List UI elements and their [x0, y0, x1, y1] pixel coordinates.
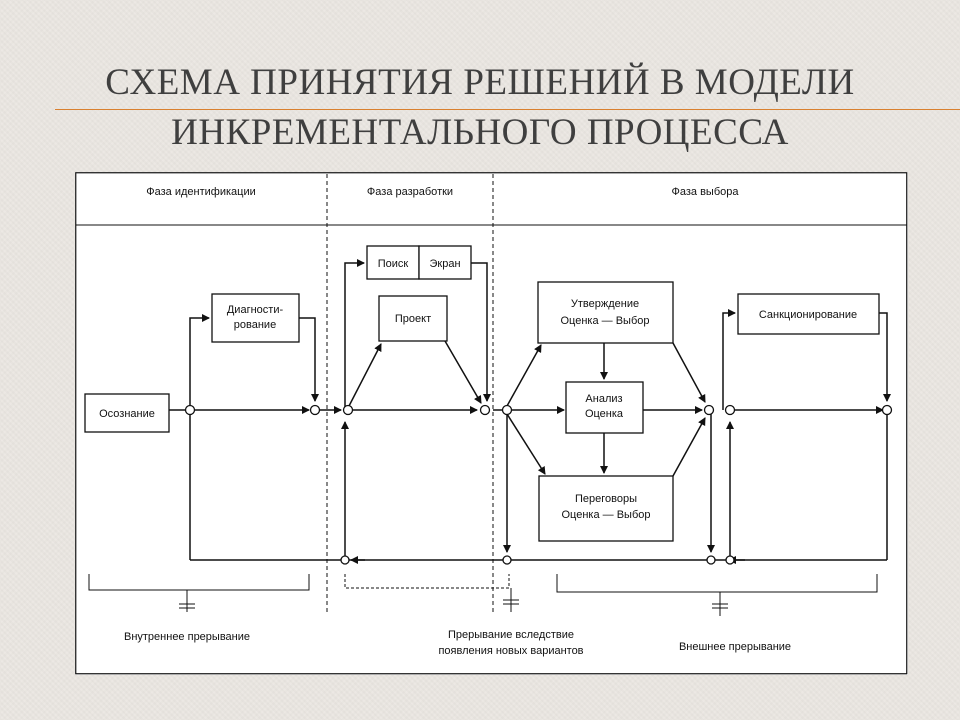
flow-from-sanction	[879, 312, 891, 402]
node-approval-label-2: Оценка — Выбор	[561, 315, 650, 327]
node-awareness-label: Осознание	[99, 408, 155, 420]
flow-from-negotiation	[672, 417, 706, 477]
node-diagnosis-label-1: Диагности-	[227, 304, 284, 316]
node-negotiation-label-2: Оценка — Выбор	[562, 509, 651, 521]
node-analysis-label-2: Оценка	[585, 408, 624, 420]
slide-title: СХЕМА ПРИНЯТИЯ РЕШЕНИЙ В МОДЕЛИ ИНКРЕМЕН…	[0, 58, 960, 158]
junction-7	[724, 404, 736, 416]
flow-to-diagnosis	[189, 314, 210, 410]
phase-selection-label: Фаза выбора	[672, 186, 740, 198]
node-sanction-label: Санкционирование	[759, 309, 857, 321]
bracket-external	[556, 574, 878, 593]
interrupt-new-options-label-2: появления новых вариантов	[438, 645, 583, 657]
flow-to-approval	[506, 344, 542, 407]
diagram-canvas: Фаза идентификации Фаза разработки Фаза …	[75, 172, 908, 675]
node-approval	[537, 281, 674, 344]
junction-1	[184, 404, 196, 416]
slide-title-line-1: СХЕМА ПРИНЯТИЯ РЕШЕНИЙ В МОДЕЛИ	[105, 62, 855, 103]
junction-9	[340, 555, 350, 565]
node-diagnosis	[211, 293, 300, 343]
node-diagnosis-label-2: рование	[234, 319, 276, 331]
flow-from-screen	[471, 262, 491, 402]
junction-4	[479, 404, 491, 416]
flow-to-search	[344, 259, 365, 410]
node-screen	[418, 245, 472, 280]
flow-to-design	[348, 343, 382, 407]
phase-identification-label: Фаза идентификации	[146, 186, 255, 198]
node-search	[366, 245, 420, 280]
bracket-internal	[88, 574, 310, 591]
phase-development-label: Фаза разработки	[367, 186, 453, 198]
junction-10	[502, 555, 512, 565]
node-design	[378, 295, 448, 342]
diagram-frame	[75, 172, 908, 675]
title-underline	[55, 109, 960, 110]
flow-from-approval	[672, 342, 706, 403]
node-analysis-label-1: Анализ	[585, 393, 622, 405]
junction-2	[309, 404, 321, 416]
interrupt-internal-label: Внутреннее прерывание	[124, 631, 250, 643]
node-screen-label: Экран	[429, 258, 460, 270]
flow-to-negotiation	[506, 413, 546, 475]
node-search-label: Поиск	[378, 258, 409, 270]
junction-11	[706, 555, 716, 565]
node-negotiation-label-1: Переговоры	[575, 493, 637, 505]
junction-5	[501, 404, 513, 416]
flow-from-diagnosis	[299, 317, 319, 402]
interrupt-external-label: Внешнее прерывание	[679, 641, 791, 653]
junction-3	[342, 404, 354, 416]
interrupt-new-options-label-1: Прерывание вследствие	[448, 629, 574, 641]
decision-process-diagram: Фаза идентификации Фаза разработки Фаза …	[75, 172, 908, 675]
flow-from-design	[444, 340, 482, 404]
node-design-label: Проект	[395, 313, 431, 325]
node-awareness	[84, 393, 170, 433]
slide-title-line-2: ИНКРЕМЕНТАЛЬНОГО ПРОЦЕССА	[171, 112, 789, 153]
bracket-new-options	[344, 574, 510, 589]
node-approval-label-1: Утверждение	[571, 298, 639, 310]
node-negotiation	[538, 475, 674, 542]
junction-8	[881, 404, 893, 416]
flow-to-sanction	[722, 309, 736, 410]
junction-6	[703, 404, 715, 416]
node-sanction	[737, 293, 880, 335]
junction-12	[725, 555, 735, 565]
